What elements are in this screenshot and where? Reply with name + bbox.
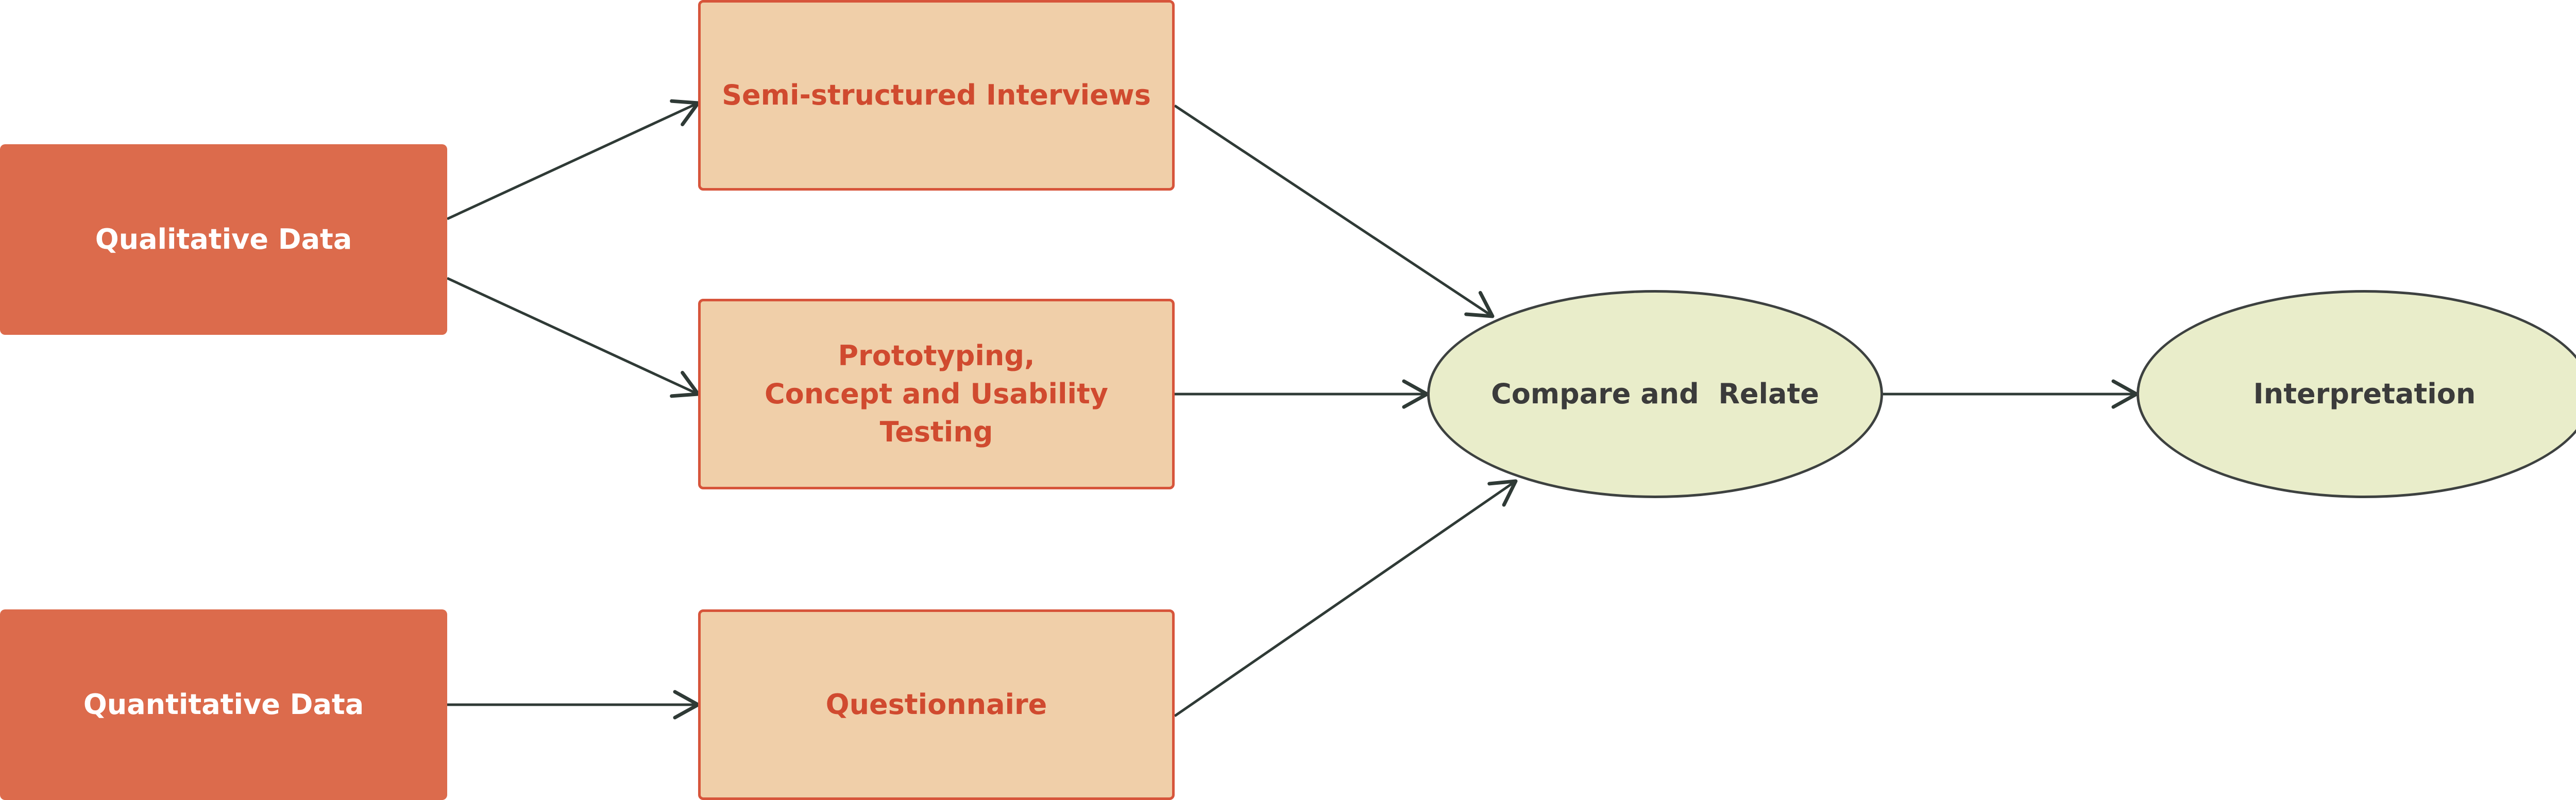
interviews-box: Semi-structured Interviews xyxy=(698,0,1175,191)
prototyping-label-line: Testing xyxy=(879,416,993,448)
arrow-qualitative-to-prototyping xyxy=(446,277,700,398)
interpretation-label: Interpretation xyxy=(2253,378,2476,410)
qualitative-data-box: Qualitative Data xyxy=(0,144,447,335)
prototyping-label-line: Prototyping, xyxy=(838,339,1035,372)
prototyping-box: Prototyping, Concept and Usability Testi… xyxy=(698,299,1175,489)
compare-relate-label: Compare and Relate xyxy=(1491,378,1819,410)
interviews-label: Semi-structured Interviews xyxy=(722,79,1151,111)
quantitative-data-box: Quantitative Data xyxy=(0,609,447,800)
questionnaire-label: Questionnaire xyxy=(825,688,1047,721)
qualitative-data-label: Qualitative Data xyxy=(95,223,352,256)
quantitative-data-label: Quantitative Data xyxy=(83,688,364,721)
interpretation-ellipse: Interpretation xyxy=(2137,290,2576,498)
arrow-qualitative-to-interviews xyxy=(446,99,700,220)
arrow-interviews-to-compare xyxy=(1174,104,1495,318)
prototyping-label: Prototyping, Concept and Usability Testi… xyxy=(765,337,1108,451)
arrow-questionnaire-to-compare xyxy=(1174,479,1518,718)
questionnaire-box: Questionnaire xyxy=(698,609,1175,800)
prototyping-label-line: Concept and Usability xyxy=(764,378,1109,410)
compare-relate-ellipse: Compare and Relate xyxy=(1427,290,1883,498)
